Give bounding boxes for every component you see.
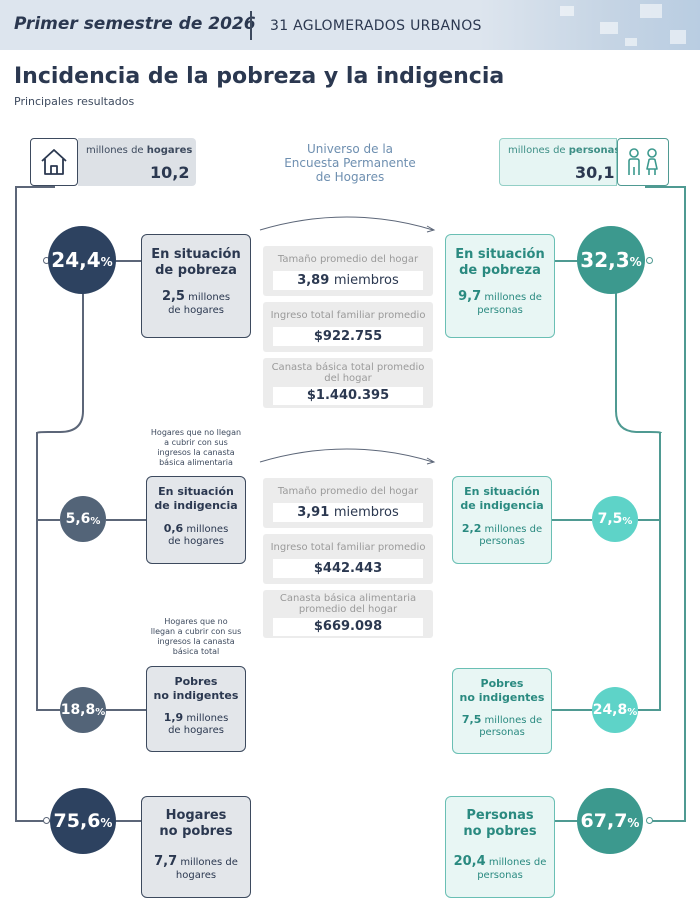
universe-label: Universo de la Encuesta Permanente de Ho… — [284, 142, 416, 184]
households-total-box — [78, 138, 196, 186]
connector-line — [615, 260, 617, 412]
non-indigent-persons-pct: 24,8% — [592, 687, 638, 733]
connector-line — [638, 519, 661, 521]
header-decoration — [560, 6, 574, 16]
connector-line — [659, 432, 661, 710]
stat-card: Tamaño promedio del hogar 3,89 miembros — [263, 246, 433, 296]
indigence-persons-box: En situación de indigencia 2,2 millones … — [452, 476, 552, 564]
house-icon — [41, 149, 67, 175]
connector-line — [15, 186, 17, 820]
connector-line — [82, 260, 84, 412]
connector-line — [15, 820, 50, 822]
arrow-right-icon — [259, 216, 436, 233]
households-total-value: 10,2 — [150, 163, 190, 182]
connector-line — [36, 432, 38, 710]
connector-line — [638, 709, 661, 711]
house-icon-box — [30, 138, 78, 186]
page-subtitle: Principales resultados — [14, 95, 135, 108]
junction-dot — [43, 817, 50, 824]
header-decoration — [600, 22, 618, 34]
connector-line — [552, 519, 592, 521]
stat-card: Tamaño promedio del hogar 3,91 miembros — [263, 478, 433, 528]
junction-dot — [646, 817, 653, 824]
connector-line — [106, 709, 146, 711]
non-poor-persons-pct: 67,7% — [577, 788, 643, 854]
connector-line — [108, 260, 142, 262]
header-decoration — [670, 30, 686, 44]
poverty-households-box: En situación de pobreza 2,5 millones de … — [141, 234, 251, 338]
indigence-households-box: En situación de indigencia 0,6 millones … — [146, 476, 246, 564]
connector-line — [36, 709, 60, 711]
persons-total-box — [499, 138, 617, 186]
header-decoration — [625, 38, 637, 46]
header-separator — [250, 11, 252, 40]
people-icon — [628, 148, 658, 175]
poverty-persons-box: En situación de pobreza 9,7 millones de … — [445, 234, 555, 338]
non-poor-households-box: Hogares no pobres 7,7 millones de hogare… — [141, 796, 251, 898]
persons-total-value: 30,1 — [575, 163, 615, 182]
junction-dot — [646, 257, 653, 264]
persons-total-label: millones de personas — [508, 145, 621, 156]
non-indigent-households-box: Pobres no indigentes 1,9 millones de hog… — [146, 666, 246, 752]
indigence-households-pct: 5,6% — [60, 496, 106, 542]
arrow-right-icon — [259, 448, 436, 465]
indigence-persons-pct: 7,5% — [592, 496, 638, 542]
connector-line — [106, 519, 146, 521]
households-total-label: millones de hogares — [86, 145, 193, 156]
semester-label: Primer semestre de 2026 — [14, 14, 256, 34]
connector-line — [650, 820, 686, 822]
connector-line — [15, 186, 55, 188]
stat-card: Ingreso total familiar promedio $442.443 — [263, 534, 433, 584]
connector-line — [555, 820, 587, 822]
header-decoration — [480, 0, 700, 50]
stat-card: Ingreso total familiar promedio $922.755 — [263, 302, 433, 352]
connector-line — [645, 186, 686, 188]
non-indigent-persons-box: Pobres no indigentes 7,5 millones de per… — [452, 668, 552, 754]
non-indigent-households-pct: 18,8% — [60, 687, 106, 733]
connector-line — [110, 820, 142, 822]
connector-line — [36, 519, 60, 521]
connector-curve — [36, 410, 84, 434]
connector-line — [552, 709, 592, 711]
poverty-persons-pct: 32,3% — [577, 226, 645, 294]
people-icon-box — [617, 138, 669, 186]
non-poor-persons-box: Personas no pobres 20,4 millones de pers… — [445, 796, 555, 898]
connector-curve — [615, 410, 662, 434]
poverty-households-pct: 24,4% — [48, 226, 116, 294]
page-title: Incidencia de la pobreza y la indigencia — [14, 64, 505, 89]
non-poor-households-pct: 75,6% — [50, 788, 116, 854]
stat-card: Canasta básica total promedio del hogar … — [263, 358, 433, 408]
scope-label: 31 AGLOMERADOS URBANOS — [270, 18, 482, 34]
header-decoration — [640, 4, 662, 18]
stat-card: Canasta básica alimentaria promedio del … — [263, 590, 433, 638]
connector-line — [684, 186, 686, 820]
connector-line — [555, 260, 589, 262]
